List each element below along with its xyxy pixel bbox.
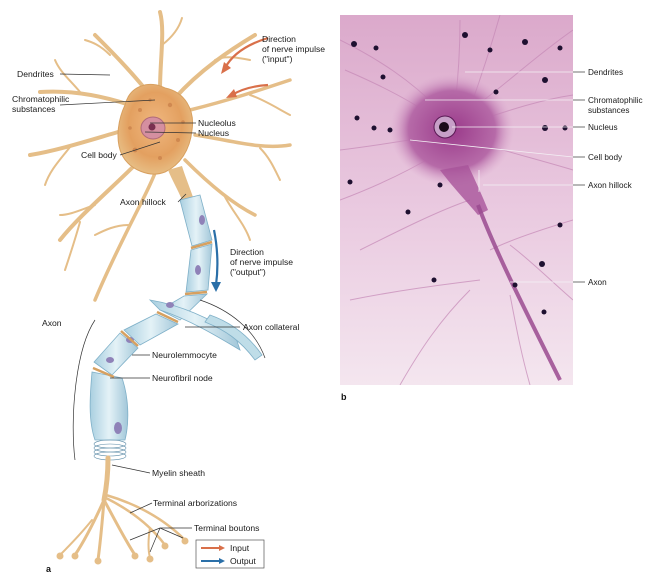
label-axon-hillock: Axon hillock [120, 197, 167, 207]
label-chromatophilic: Chromatophilic [12, 94, 70, 104]
label-myelin-sheath: Myelin sheath [152, 468, 205, 478]
label-cell-body: Cell body [81, 150, 118, 160]
legend-output-label: Output [230, 556, 256, 566]
label-direction-input-2: of nerve impulse [262, 44, 325, 54]
label-neurofibril-node: Neurofibril node [152, 373, 213, 383]
label-b-axon: Axon [588, 278, 607, 287]
label-nucleus: Nucleus [198, 128, 229, 138]
label-dendrites: Dendrites [17, 69, 54, 79]
label-neurolemmocyte: Neurolemmocyte [152, 350, 217, 360]
label-direction-output-1: Direction [230, 247, 264, 257]
output-arrow [214, 230, 217, 285]
myelinated-axon [90, 195, 262, 440]
label-terminal-boutons: Terminal boutons [194, 523, 259, 533]
legend-input-label: Input [230, 543, 250, 553]
label-direction-input-1: Direction [262, 34, 296, 44]
input-arrowhead-2 [226, 89, 237, 98]
label-substances: substances [12, 104, 55, 114]
direction-legend: Input Output [196, 540, 264, 568]
label-b-cell-body: Cell body [588, 153, 623, 162]
label-nucleolus: Nucleolus [198, 118, 236, 128]
label-axon-collateral: Axon collateral [243, 322, 299, 332]
label-b-substances: substances [588, 106, 629, 115]
label-direction-output-3: ("output") [230, 267, 266, 277]
label-b-dendrites: Dendrites [588, 68, 623, 77]
panel-letter-a: a [46, 564, 52, 572]
micrograph-nucleolus [439, 122, 449, 132]
input-arrowhead-1 [221, 62, 231, 74]
nucleolus-shape [149, 124, 156, 131]
axon-hillock-shape [168, 166, 194, 200]
label-axon: Axon [42, 318, 62, 328]
label-b-chromatophilic: Chromatophilic [588, 96, 643, 105]
label-terminal-arborizations: Terminal arborizations [153, 498, 237, 508]
micrograph [340, 15, 573, 385]
label-b-nucleus: Nucleus [588, 123, 618, 132]
label-b-axon-hillock: Axon hillock [588, 181, 633, 190]
label-direction-output-2: of nerve impulse [230, 257, 293, 267]
panel-letter-b: b [341, 392, 347, 402]
output-arrowhead [211, 282, 221, 292]
label-direction-input-3: ("input") [262, 54, 293, 64]
